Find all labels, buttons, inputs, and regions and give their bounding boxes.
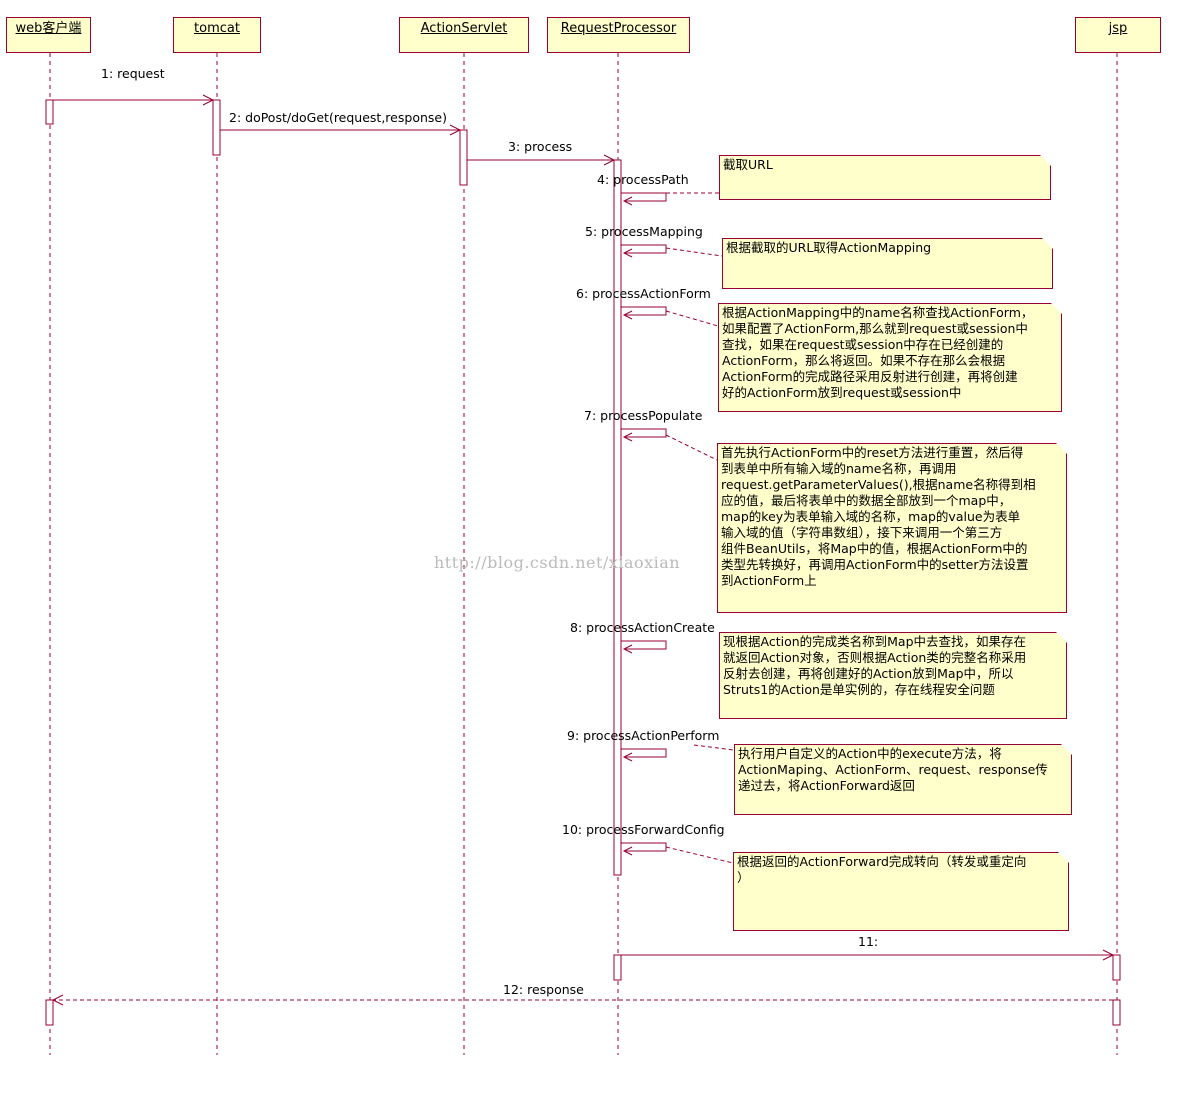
self-call-10: [621, 842, 667, 852]
self-call-5: [621, 244, 667, 254]
note-process-actionperform: 执行用户自定义的Action中的execute方法，将 ActionMaping…: [734, 744, 1072, 815]
lifeline-header-requestprocessor: RequestProcessor: [547, 17, 690, 53]
message-10-label: 10: processForwardConfig: [562, 822, 725, 837]
activation-processor: [613, 159, 622, 876]
note-process-actionform: 根据ActionMapping中的name名称查找ActionForm， 如果配…: [718, 303, 1062, 412]
activation-tomcat: [212, 99, 221, 156]
activation-processor-2: [613, 954, 622, 981]
lifeline-header-tomcat: tomcat: [173, 17, 261, 53]
message-11-label: 11:: [858, 934, 879, 949]
message-6-label: 6: processActionForm: [576, 286, 711, 301]
message-3-label: 3: process: [508, 139, 573, 154]
activation-web-1: [45, 99, 54, 125]
activation-web-2: [45, 999, 54, 1026]
activation-servlet: [459, 129, 468, 186]
message-4-label: 4: processPath: [597, 172, 689, 187]
note-process-populate: 首先执行ActionForm中的reset方法进行重置，然后得 到表单中所有输入…: [717, 443, 1067, 613]
message-5-label: 5: processMapping: [585, 224, 703, 239]
note-process-mapping: 根据截取的URL取得ActionMapping: [722, 238, 1053, 289]
message-2-label: 2: doPost/doGet(request,response): [229, 110, 447, 125]
message-7-label: 7: processPopulate: [584, 408, 703, 423]
note-process-forwardconfig: 根据返回的ActionForward完成转向（转发或重定向 ）: [733, 852, 1069, 931]
activation-jsp-1: [1112, 954, 1121, 981]
message-12-label: 12: response: [503, 982, 584, 997]
self-call-7: [621, 428, 667, 438]
self-call-8: [621, 640, 667, 650]
note-process-path: 截取URL: [719, 155, 1051, 200]
lifeline-header-actionservlet: ActionServlet: [399, 17, 529, 53]
lifeline-header-jsp: jsp: [1075, 17, 1161, 53]
watermark: http://blog.csdn.net/xiaoxian: [434, 553, 681, 572]
message-9-label: 9: processActionPerform: [567, 728, 720, 743]
note-process-actioncreate: 现根据Action的完成类名称到Map中去查找，如果存在 就返回Action对象…: [719, 632, 1067, 719]
message-1-label: 1: request: [101, 66, 165, 81]
self-call-9: [621, 748, 667, 758]
self-call-6: [621, 306, 667, 316]
lifeline-header-web-client: web客户端: [6, 17, 91, 53]
self-call-4: [621, 192, 667, 202]
message-8-label: 8: processActionCreate: [570, 620, 715, 635]
activation-jsp-2: [1112, 999, 1121, 1026]
